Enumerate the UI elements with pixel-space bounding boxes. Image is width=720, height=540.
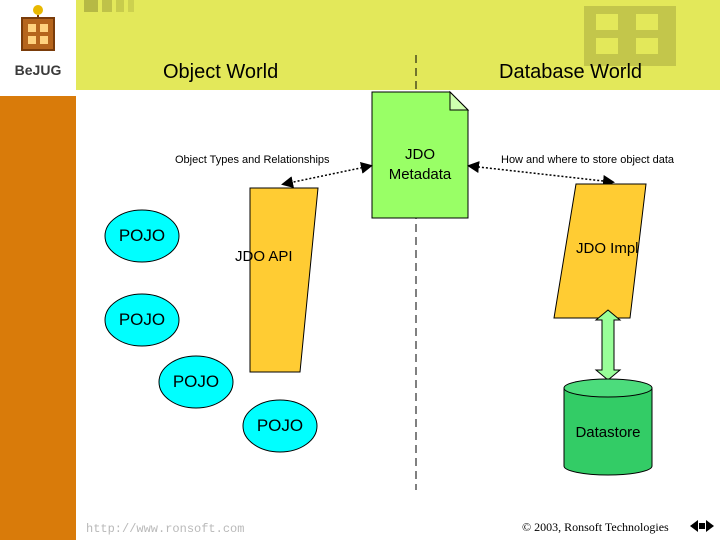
pojo-ellipse-1 <box>104 209 180 263</box>
annotation-object-types: Object Types and Relationships <box>175 154 330 166</box>
metadata-label-line2: Metadata <box>388 166 452 183</box>
datastore-cylinder <box>563 378 653 476</box>
footer-url[interactable]: http://www.ronsoft.com <box>86 522 245 536</box>
pojo-ellipse-4 <box>242 399 318 453</box>
pojo-label: POJO <box>256 416 304 435</box>
logo-text: BeJUG <box>14 62 62 78</box>
impl-datastore-connector <box>594 309 622 381</box>
pojo-label: POJO <box>118 310 166 329</box>
pojo-label: POJO <box>118 226 166 245</box>
jdo-impl-label: JDO Impl <box>576 240 639 257</box>
pojo-ellipse-3 <box>158 355 234 409</box>
nav-arrows-icon[interactable] <box>690 520 714 532</box>
pojo-ellipse-2 <box>104 293 180 347</box>
metadata-doc-fold <box>449 90 470 111</box>
logo-icon <box>21 5 55 51</box>
api-to-metadata-arrow <box>281 161 373 189</box>
metadata-label-line1: JDO <box>405 146 435 163</box>
footer-copyright: © 2003, Ronsoft Technologies <box>522 520 669 534</box>
jdo-impl-shape <box>553 183 647 319</box>
header-object-world: Object World <box>163 61 279 83</box>
pojo-label: POJO <box>172 372 220 391</box>
jdo-api-label: JDO API <box>235 248 293 265</box>
logo: BeJUG <box>0 0 76 96</box>
banner-decoration <box>84 0 676 66</box>
datastore-label: Datastore <box>575 424 641 441</box>
header-banner <box>76 0 720 90</box>
jdo-api-shape <box>249 187 319 373</box>
header-database-world: Database World <box>499 61 643 83</box>
metadata-to-impl-arrow <box>467 161 615 187</box>
annotation-storage: How and where to store object data <box>501 154 675 166</box>
